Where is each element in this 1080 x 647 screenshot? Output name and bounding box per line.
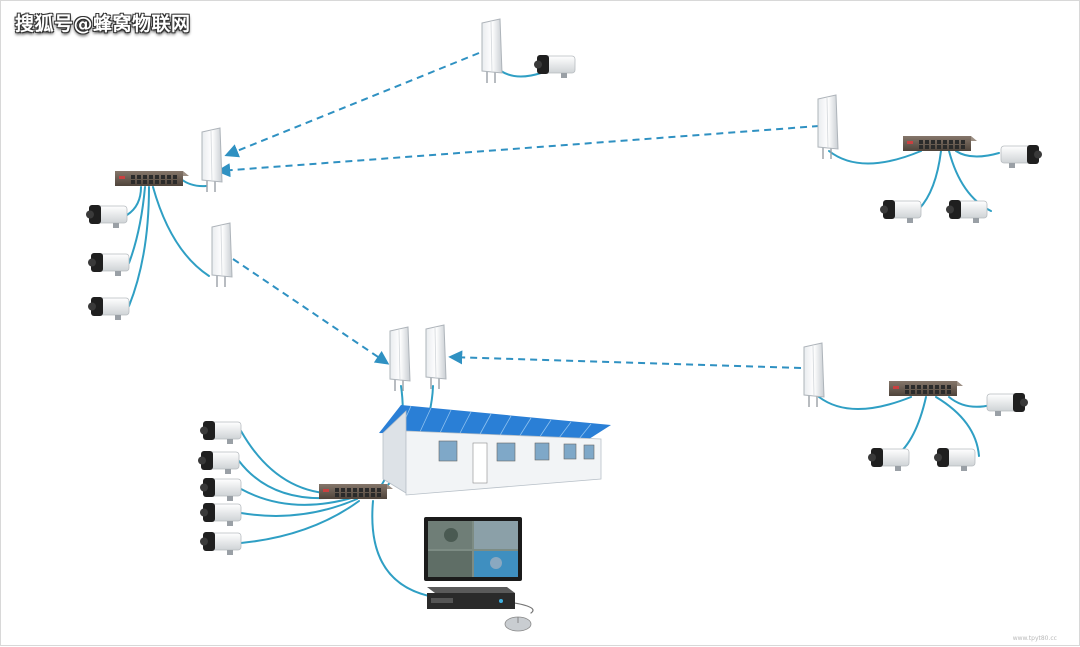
camera-left-3	[87, 296, 130, 321]
monitor	[424, 517, 522, 581]
left-bridge	[201, 127, 223, 193]
mid-right-switch	[889, 381, 963, 396]
cable-tr-cam-2	[918, 150, 942, 210]
cable-tr-cam-1	[955, 150, 1000, 158]
camera-tr-1	[1000, 144, 1043, 169]
wireless-link-topright-to-left	[216, 125, 820, 178]
camera-center-4	[199, 502, 242, 527]
camera-left-1	[85, 204, 128, 229]
cable-top-camera	[500, 70, 542, 78]
cable-center-cam-3	[240, 488, 356, 506]
cable-center-cam-5	[240, 500, 360, 544]
camera-left-2	[87, 252, 130, 277]
cable-center-cam-4	[240, 498, 358, 517]
camera-top	[533, 54, 576, 79]
cable-switch-nvr	[371, 500, 430, 597]
camera-tr-3	[945, 199, 988, 224]
top-right-switch	[903, 136, 977, 151]
camera-center-1	[199, 420, 242, 445]
cable-mr-bridge-switch	[818, 396, 912, 410]
nvr-recorder	[427, 587, 515, 609]
camera-center-5	[199, 531, 242, 556]
central-switch	[319, 484, 393, 499]
camera-mr-3	[933, 447, 976, 472]
top-right-bridge	[817, 94, 839, 160]
top-bridge	[481, 18, 503, 84]
base-bridge-b	[425, 324, 447, 390]
wireless-links	[216, 52, 820, 369]
wireless-link-midright-to-base	[448, 350, 802, 369]
camera-center-3	[199, 477, 242, 502]
left-switch	[115, 171, 189, 186]
camera-mr-2	[867, 447, 910, 472]
wireless-link-top-to-left	[224, 52, 480, 158]
cable-left-cam-3	[128, 186, 150, 307]
cable-left-cam-1	[126, 186, 142, 216]
wireless-link-relay-to-base	[232, 258, 390, 365]
cable-left-cam-2	[128, 186, 146, 264]
cable-tr-bridge-switch	[828, 150, 922, 165]
wired-cables	[126, 70, 1000, 614]
camera-mr-1	[986, 392, 1029, 417]
watermark-text: 搜狐号@蜂窝物联网	[15, 13, 191, 35]
control-room-building	[379, 405, 611, 496]
camera-center-2	[197, 450, 240, 475]
cable-left-switch-relay	[152, 186, 210, 277]
cable-mr-cam-3	[935, 396, 980, 457]
cable-mr-cam-2	[895, 396, 927, 457]
camera-tr-2	[879, 199, 922, 224]
base-bridge-a	[389, 326, 411, 392]
footer-watermark: www.tpyt80.cc	[1012, 635, 1057, 642]
cable-mr-cam-1	[948, 396, 992, 408]
mouse	[504, 616, 532, 632]
relay-bridge	[211, 222, 233, 288]
